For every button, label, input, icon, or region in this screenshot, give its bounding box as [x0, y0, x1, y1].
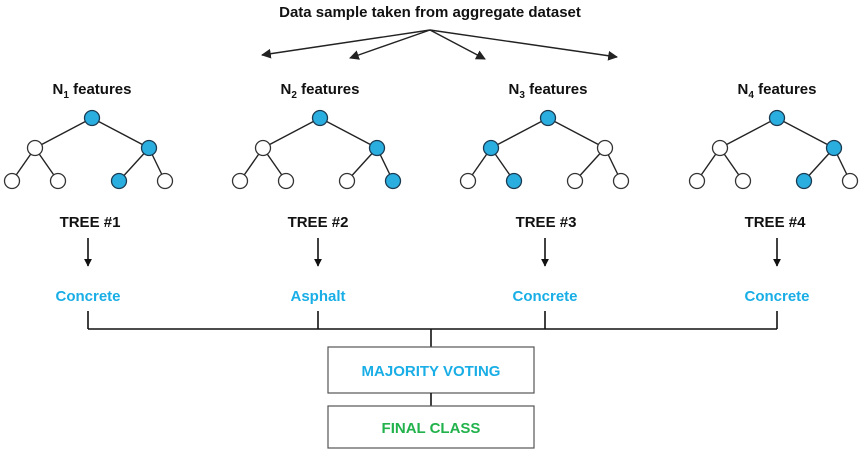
final-class-box [327, 405, 535, 449]
tree-edge [91, 117, 150, 149]
tree-node [3, 172, 21, 190]
tree-edge [262, 117, 321, 149]
tree-node [841, 172, 859, 190]
tree-node [26, 139, 44, 157]
majority-voting-label: MAJORITY VOTING [362, 363, 501, 380]
tree-node [688, 172, 706, 190]
tree-node [277, 172, 295, 190]
final-class-label: FINAL CLASS [382, 420, 481, 437]
majority-voting-box [327, 346, 535, 394]
tree-node-highlighted [311, 109, 329, 127]
sampling-arrows [261, 29, 618, 61]
tree-node-highlighted [384, 172, 402, 190]
tree-2-result: Asphalt [290, 288, 345, 305]
tree-node-highlighted [110, 172, 128, 190]
tree-node-highlighted [83, 109, 101, 127]
feature-subscript: 2 [291, 90, 297, 101]
tree-node [49, 172, 67, 190]
tree-node-highlighted [539, 109, 557, 127]
feature-suffix: features [69, 81, 132, 98]
tree-3-features-label: N3 features [509, 81, 588, 101]
tree-2-features-label: N2 features [281, 81, 360, 101]
feature-prefix: N [738, 81, 749, 98]
tree-4-result: Concrete [744, 288, 809, 305]
tree-node-highlighted [768, 109, 786, 127]
feature-prefix: N [509, 81, 520, 98]
tree-node [734, 172, 752, 190]
tree-node [612, 172, 630, 190]
tree-4-features-label: N4 features [738, 81, 817, 101]
tree-node [566, 172, 584, 190]
sample-arrow-3 [429, 29, 486, 60]
tree-node [231, 172, 249, 190]
tree-3-result: Concrete [512, 288, 577, 305]
feature-prefix: N [281, 81, 292, 98]
tree-edge [490, 117, 549, 149]
tree-node [459, 172, 477, 190]
sample-arrow-4 [429, 29, 618, 61]
tree-4-label: TREE #4 [745, 214, 807, 231]
feature-suffix: features [754, 81, 817, 98]
tree-3-label: TREE #3 [516, 214, 577, 231]
sample-arrow-1 [261, 29, 431, 59]
feature-suffix: features [297, 81, 360, 98]
tree-node [254, 139, 272, 157]
tree-1-result: Concrete [55, 288, 120, 305]
sample-arrow-2 [349, 29, 431, 60]
tree-node-highlighted [368, 139, 386, 157]
tree-node [156, 172, 174, 190]
tree-node-highlighted [795, 172, 813, 190]
feature-subscript: 1 [63, 90, 69, 101]
tree-edge [719, 117, 778, 149]
tree-edge [776, 117, 835, 149]
tree-node-highlighted [825, 139, 843, 157]
tree-edge [319, 117, 378, 149]
tree-node-highlighted [482, 139, 500, 157]
voting-connector [87, 311, 778, 347]
tree-node [596, 139, 614, 157]
tree-node-highlighted [140, 139, 158, 157]
tree-2-label: TREE #2 [288, 214, 349, 231]
feature-subscript: 4 [748, 90, 754, 101]
diagram-title: Data sample taken from aggregate dataset [279, 4, 581, 21]
tree-node [338, 172, 356, 190]
tree-edge [547, 117, 606, 149]
tree-node-highlighted [505, 172, 523, 190]
tree-1-label: TREE #1 [60, 214, 121, 231]
feature-subscript: 3 [519, 90, 525, 101]
tree-node [711, 139, 729, 157]
feature-suffix: features [525, 81, 588, 98]
feature-prefix: N [53, 81, 64, 98]
tree-1-features-label: N1 features [53, 81, 132, 101]
tree-edge [34, 117, 93, 149]
